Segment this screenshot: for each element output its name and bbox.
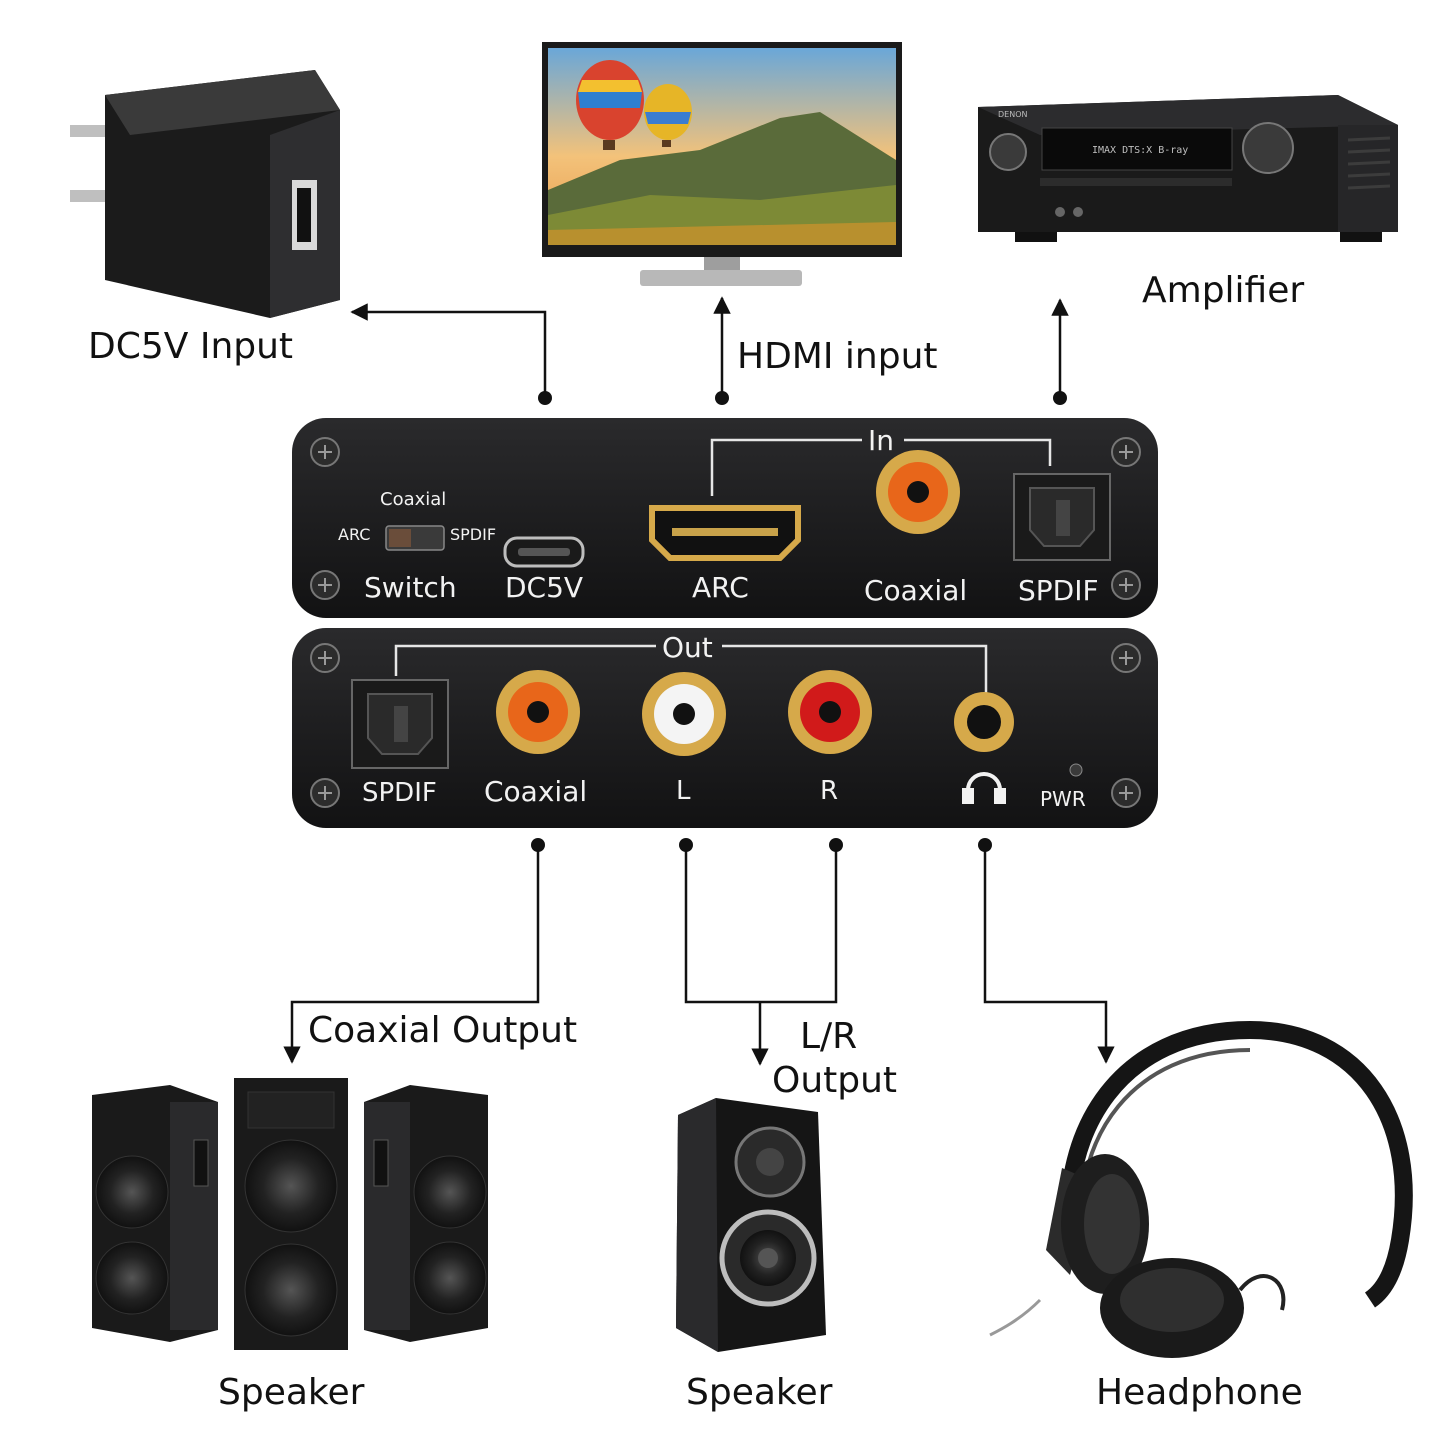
headphone-symbol-icon <box>962 772 1006 804</box>
coaxial-in-label: Coaxial <box>864 574 967 607</box>
lr-output-label-line1: L/R <box>800 1016 858 1057</box>
left-channel-label: L <box>676 776 691 806</box>
switch-label: Switch <box>364 571 457 604</box>
coaxial-output-label: Coaxial Output <box>308 1010 578 1051</box>
bookshelf-speaker-icon <box>676 1098 826 1352</box>
coaxial-out-label: Coaxial <box>484 775 587 808</box>
switch-top-label: Coaxial <box>380 489 446 510</box>
tv-icon <box>542 42 902 286</box>
lr-output-label-line2: Output <box>772 1060 898 1101</box>
spdif-in-label: SPDIF <box>1018 574 1099 607</box>
dc5v-port-label: DC5V <box>505 571 583 604</box>
out-group-label: Out <box>662 631 713 664</box>
pwr-label: PWR <box>1040 787 1086 811</box>
amplifier-brand: DENON <box>998 110 1027 119</box>
speaker-center-label: Speaker <box>686 1372 833 1413</box>
input-connectors <box>350 296 1069 398</box>
headphone-device-icon <box>989 1020 1413 1358</box>
spdif-out-label: SPDIF <box>362 778 437 808</box>
output-panel <box>292 628 1158 828</box>
dc5v-input-label: DC5V Input <box>88 326 294 367</box>
amplifier-label: Amplifier <box>1142 270 1305 311</box>
switch-left-label: ARC <box>338 525 370 544</box>
right-channel-label: R <box>820 776 838 806</box>
hdmi-input-label: HDMI input <box>737 336 938 377</box>
speaker-left-label: Speaker <box>218 1372 365 1413</box>
arc-port-label: ARC <box>692 571 749 604</box>
amplifier-icon <box>978 95 1398 242</box>
speaker-set-icon <box>92 1078 488 1350</box>
output-connectors <box>283 845 1115 1066</box>
amplifier-display: IMAX DTS:X B-ray <box>1092 145 1188 156</box>
switch-right-label: SPDIF <box>450 525 496 544</box>
headphone-label: Headphone <box>1096 1372 1303 1413</box>
input-panel <box>292 418 1158 618</box>
power-adapter-icon <box>70 70 340 318</box>
in-group-label: In <box>868 424 894 457</box>
